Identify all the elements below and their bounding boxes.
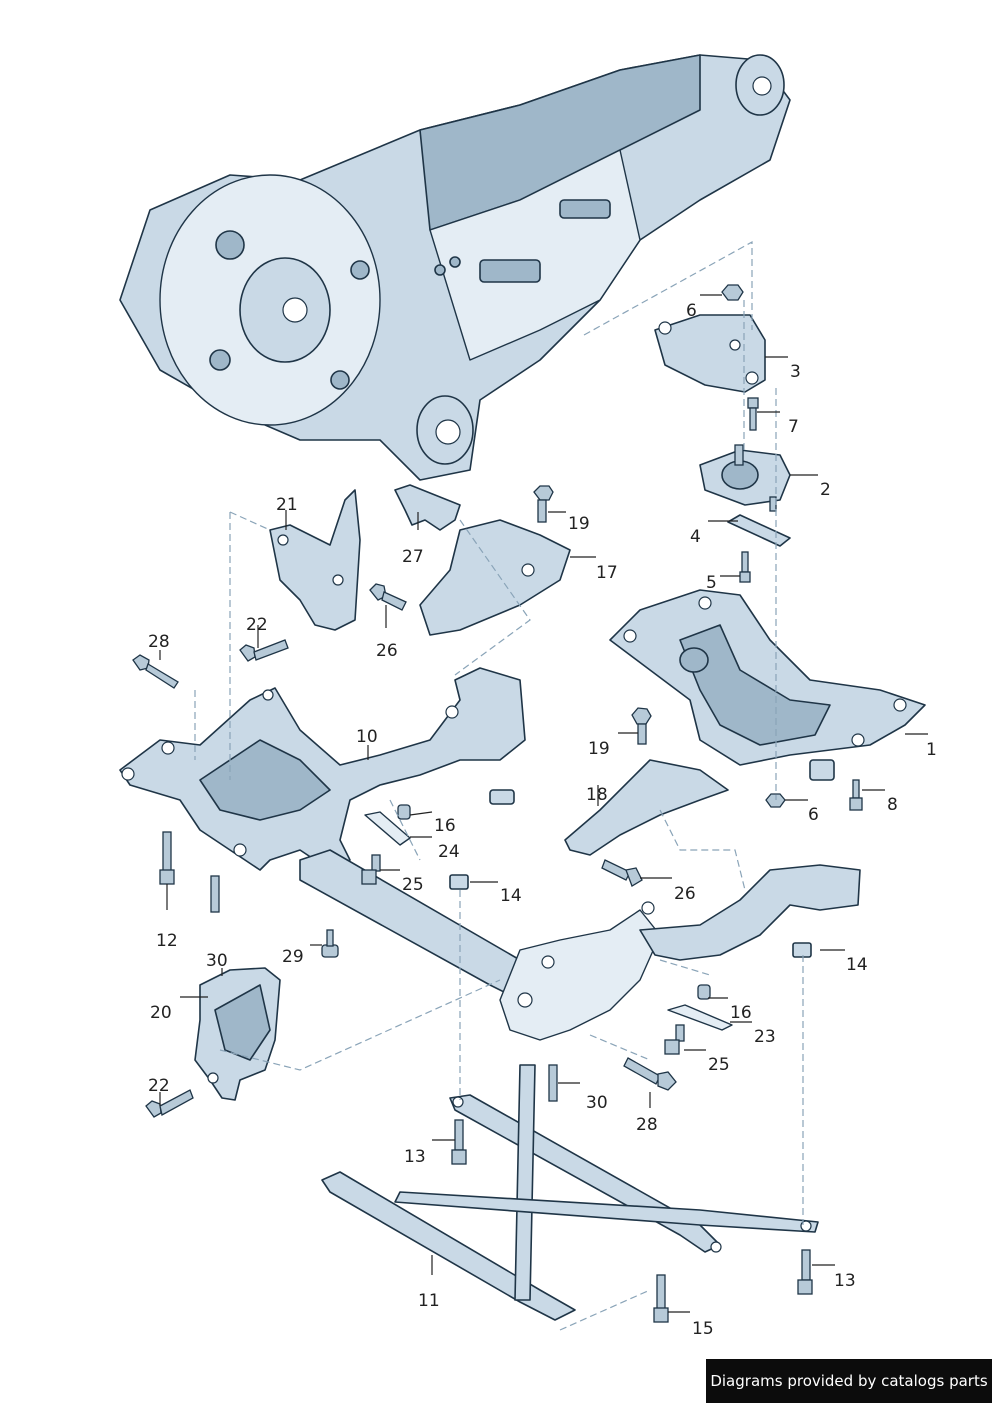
callout-21: 21: [276, 495, 298, 515]
part-12-bolt: [159, 831, 175, 885]
part-8-bolt: [849, 779, 863, 811]
part-29-bolt: [321, 929, 339, 958]
part-25-bolt-lower: [664, 1024, 685, 1055]
part-22-bolt-upper: [239, 639, 289, 662]
callout-6-upper: 6: [686, 301, 697, 321]
part-27-bracket: [394, 484, 461, 531]
callout-30-lower: 30: [586, 1093, 608, 1113]
part-14-nut-upper: [449, 874, 469, 890]
assembly-lines: [194, 240, 804, 1331]
part-23-clip: [667, 1004, 733, 1031]
callout-7: 7: [788, 417, 799, 437]
callout-22-lower: 22: [148, 1076, 170, 1096]
callout-30-upper: 30: [206, 951, 228, 971]
callout-16-lower: 16: [730, 1003, 752, 1023]
part-4-plate: [727, 514, 791, 547]
part-26-bolt-lower: [601, 859, 643, 887]
callout-6-lower: 6: [808, 805, 819, 825]
callout-13-right: 13: [834, 1271, 856, 1291]
callout-16-upper: 16: [434, 816, 456, 836]
credit-banner[interactable]: Diagrams provided by catalogs parts: [706, 1359, 992, 1403]
part-3-mount-bracket: [654, 314, 766, 393]
part-18-bracket: [564, 759, 729, 856]
callout-28-lower: 28: [636, 1115, 658, 1135]
callout-14-upper: 14: [500, 886, 522, 906]
callout-14-lower: 14: [846, 955, 868, 975]
part-28-bolt-upper: [132, 654, 179, 689]
part-28-bolt-lower: [623, 1057, 677, 1091]
callout-27: 27: [402, 547, 424, 567]
callout-15: 15: [692, 1319, 714, 1339]
callout-24: 24: [438, 842, 460, 862]
callout-2: 2: [820, 480, 831, 500]
part-24-clip: [364, 811, 411, 846]
callout-labels: 1 2 3 4 5 6 6 7 8 10 11 12 13 13 14 14 1…: [148, 301, 937, 1339]
callout-12: 12: [156, 931, 178, 951]
callout-19-upper: 19: [568, 514, 590, 534]
part-5-bolt: [739, 551, 751, 583]
callout-22-upper: 22: [246, 615, 268, 635]
part-22-bolt-lower: [145, 1089, 194, 1118]
part-25-bolt-upper: [361, 854, 381, 885]
leader-lines: [159, 294, 928, 1313]
callout-17: 17: [596, 563, 618, 583]
callout-4: 4: [690, 527, 701, 547]
callout-20: 20: [150, 1003, 172, 1023]
callout-8: 8: [887, 795, 898, 815]
part-13-bolt-left: [451, 1119, 467, 1165]
callout-29: 29: [282, 947, 304, 967]
part-6-nut-upper: [721, 284, 744, 301]
callout-28-upper: 28: [148, 632, 170, 652]
part-11-cross-brace: [321, 1064, 819, 1321]
part-20-bracket: [194, 967, 281, 1101]
part-17-bracket: [419, 519, 571, 636]
callout-25-upper: 25: [402, 875, 424, 895]
callout-19-lower: 19: [588, 739, 610, 759]
part-10-subframe: [119, 667, 861, 1041]
part-13-bolt-right: [797, 1249, 813, 1295]
part-19-bolt-lower: [631, 707, 652, 745]
callout-5: 5: [706, 573, 717, 593]
part-16-bushing-upper: [397, 804, 411, 820]
callout-10: 10: [356, 727, 378, 747]
callout-13-left: 13: [404, 1147, 426, 1167]
part-30-stud-upper: [210, 875, 220, 913]
part-21-bracket: [269, 489, 361, 631]
callout-11: 11: [418, 1291, 440, 1311]
part-2-engine-mount: [699, 444, 791, 512]
callout-3: 3: [790, 362, 801, 382]
callout-1: 1: [926, 740, 937, 760]
part-14-nut-lower: [792, 942, 812, 958]
part-19-bolt-upper: [533, 485, 554, 523]
callout-18: 18: [586, 785, 608, 805]
part-16-bushing-lower: [697, 984, 711, 1000]
part-15-bolt: [653, 1274, 669, 1323]
callout-26-upper: 26: [376, 641, 398, 661]
callout-23: 23: [754, 1027, 776, 1047]
transmission: [119, 54, 791, 481]
part-1-transmission-support: [609, 589, 926, 781]
callout-25-lower: 25: [708, 1055, 730, 1075]
part-26-bolt-upper: [369, 583, 407, 611]
part-30-stud-lower: [548, 1064, 558, 1102]
callout-26-lower: 26: [674, 884, 696, 904]
part-7-bolt: [747, 397, 759, 431]
